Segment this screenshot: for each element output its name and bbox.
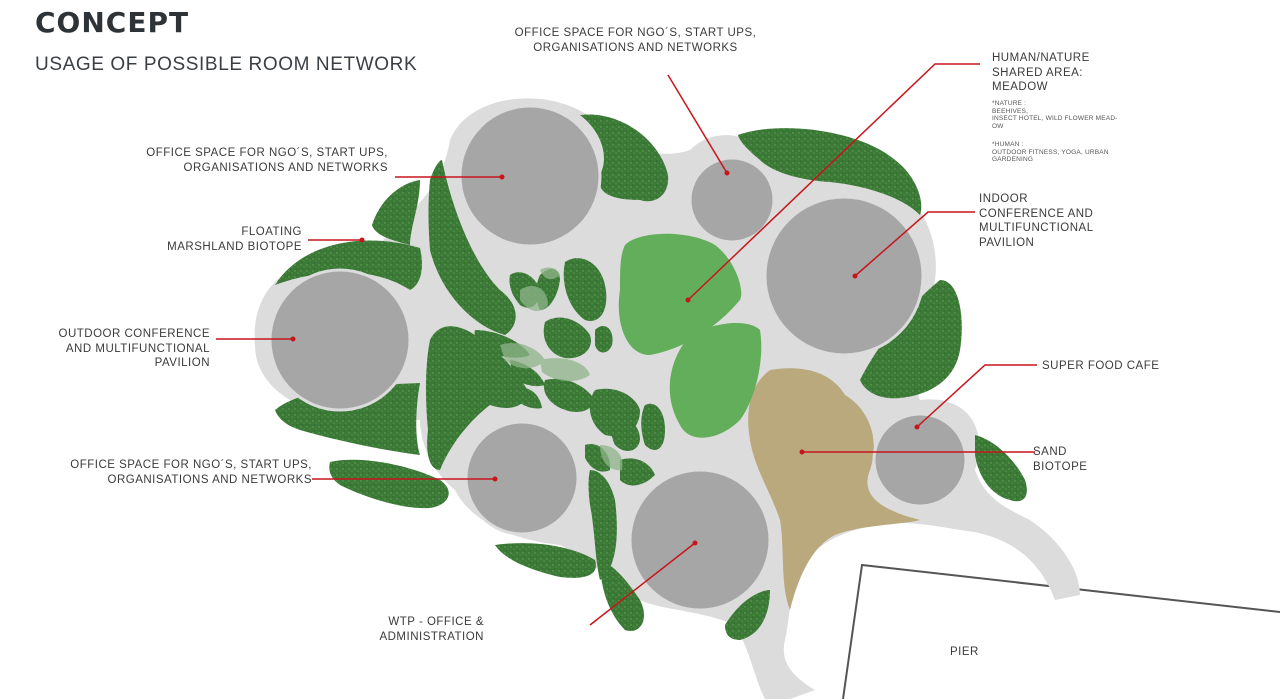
- note-nature: *NATURE : BEEHIVES, INSECT HOTEL, WILD F…: [992, 100, 1118, 130]
- room-office-bottom-left: [464, 420, 580, 536]
- sand-biotope-area: [748, 368, 920, 610]
- label-human-nature: HUMAN/NATURE SHARED AREA: MEADOW: [992, 52, 1090, 93]
- leader-dots: [290, 170, 920, 546]
- page-title: CONCEPT: [35, 6, 190, 39]
- room-office-top: [458, 104, 602, 248]
- marsh-patches: [500, 267, 623, 471]
- room-outdoor-pavilion: [268, 268, 412, 412]
- label-super-food-cafe: SUPER FOOD CAFE: [1042, 360, 1160, 372]
- label-indoor-conference: INDOOR CONFERENCE AND MULTIFUNCTIONAL PA…: [979, 193, 1094, 249]
- pier: [842, 563, 1280, 699]
- label-sand-biotope: SAND BIOTOPE: [1033, 446, 1088, 473]
- green-biotopes: [275, 114, 1027, 640]
- room-meadow-small: [688, 156, 776, 244]
- label-outdoor-conference: OUTDOOR CONFERENCE AND MULTIFUNCTIONAL P…: [58, 328, 210, 369]
- label-wtp: WTP - OFFICE & ADMINISTRATION: [379, 616, 484, 643]
- label-office-bottom-left: OFFICE SPACE FOR NGO´S, START UPS, ORGAN…: [70, 459, 312, 486]
- leader-lines: [216, 63, 1037, 626]
- note-human: *HUMAN : OUTDOOR FITNESS, YOGA, URBAN GA…: [992, 141, 1109, 164]
- rooms: [268, 104, 968, 612]
- room-wtp: [628, 468, 772, 612]
- page-subtitle: USAGE OF POSSIBLE ROOM NETWORK: [35, 54, 418, 75]
- label-office-left: OFFICE SPACE FOR NGO´S, START UPS, ORGAN…: [146, 147, 388, 174]
- label-office-top: OFFICE SPACE FOR NGO´S, START UPS, ORGAN…: [514, 27, 757, 54]
- room-indoor-pavilion: [763, 195, 925, 357]
- meadow: [618, 233, 762, 438]
- label-pier: PIER: [950, 646, 979, 658]
- room-super-food: [872, 412, 968, 508]
- label-floating-marsh: FLOATING MARSHLAND BIOTOPE: [167, 226, 302, 253]
